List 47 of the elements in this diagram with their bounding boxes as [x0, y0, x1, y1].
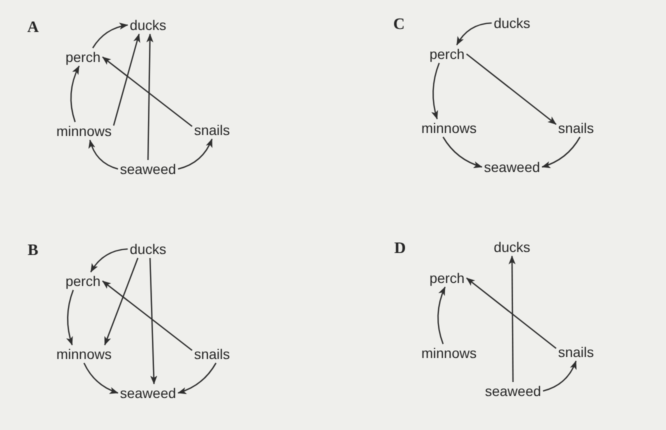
arrow: [178, 362, 217, 394]
arrow: [113, 34, 140, 126]
organism-label: ducks: [128, 16, 168, 34]
arrow: [437, 286, 446, 344]
arrow: [104, 258, 138, 346]
arrow: [432, 62, 440, 120]
organism-label: ducks: [128, 240, 168, 258]
arrow: [146, 34, 154, 160]
arrow: [102, 280, 192, 351]
panel-letter: C: [393, 16, 405, 34]
arrow: [83, 362, 118, 394]
arrow: [442, 136, 482, 168]
panel-letter: D: [394, 240, 406, 258]
arrow: [508, 256, 516, 382]
organism-label: minnows: [419, 344, 479, 362]
organism-label: seaweed: [118, 384, 178, 402]
organism-label: snails: [192, 345, 232, 363]
organism-label: perch: [63, 272, 103, 290]
arrow: [456, 22, 492, 46]
organism-label: snails: [556, 343, 596, 361]
organism-label: perch: [427, 269, 467, 287]
organism-label: perch: [427, 45, 467, 63]
arrow: [466, 277, 556, 349]
arrow: [178, 138, 213, 170]
arrow: [70, 66, 80, 122]
panel-letter: A: [27, 19, 39, 37]
organism-label: seaweed: [118, 160, 178, 178]
organism-label: minnows: [54, 345, 114, 363]
panel-letter: B: [28, 242, 38, 260]
arrow: [102, 56, 192, 127]
organism-label: snails: [192, 121, 232, 139]
organism-label: snails: [556, 119, 596, 137]
organism-label: minnows: [419, 119, 479, 137]
organism-label: seaweed: [482, 382, 544, 400]
arrow: [542, 360, 577, 392]
organism-label: ducks: [492, 238, 532, 256]
organism-label: minnows: [54, 122, 114, 140]
arrow: [66, 290, 74, 346]
arrow: [88, 140, 118, 170]
arrow: [542, 136, 581, 168]
arrow: [149, 258, 158, 384]
organism-label: ducks: [492, 14, 532, 32]
organism-label: perch: [63, 48, 103, 66]
arrow: [90, 248, 128, 272]
organism-label: seaweed: [482, 158, 542, 176]
arrow: [92, 22, 128, 48]
arrow: [466, 53, 556, 125]
